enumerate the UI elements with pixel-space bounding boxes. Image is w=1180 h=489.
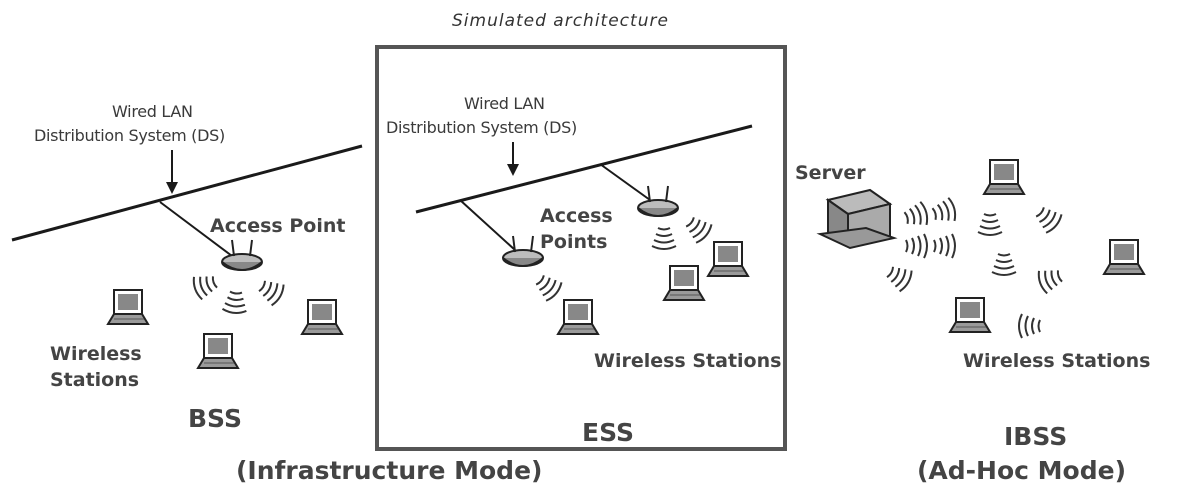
diagram-caption: Simulated architecture xyxy=(452,11,669,31)
ibss-title: IBSS xyxy=(1004,422,1068,451)
ess-ds-label-line1: Wired LAN xyxy=(464,94,545,113)
ibss-laptop-icon-bottom xyxy=(949,297,991,333)
bss-laptop-icon-3 xyxy=(301,299,343,335)
ibss-wave-5 xyxy=(883,260,916,294)
ibss-group xyxy=(816,159,1145,339)
bss-access-point-label: Access Point xyxy=(210,215,346,237)
ess-access-points-label-line2: Points xyxy=(540,231,608,253)
server-icon xyxy=(816,188,898,250)
ess-group xyxy=(415,124,753,335)
bss-laptop-icon-2 xyxy=(197,333,239,369)
bss-wave-left xyxy=(190,269,221,302)
bss-access-point-icon xyxy=(221,239,263,271)
ibss-wave-10 xyxy=(1018,313,1041,339)
ibss-wave-3 xyxy=(905,233,928,259)
infrastructure-mode-label: (Infrastructure Mode) xyxy=(236,456,543,485)
bss-title: BSS xyxy=(188,404,242,433)
ess-laptop-icon-3 xyxy=(707,241,749,277)
bss-wave-right xyxy=(255,274,288,308)
ibss-mode-label: (Ad-Hoc Mode) xyxy=(917,456,1126,485)
ess-access-point-icon-1 xyxy=(502,235,544,267)
bss-ap-cable xyxy=(159,201,233,257)
ibss-wave-9 xyxy=(1035,263,1066,296)
ibss-stations-label: Wireless Stations xyxy=(963,350,1151,372)
ibss-laptop-icon-top xyxy=(983,159,1025,195)
ess-wave-3 xyxy=(681,211,715,246)
ess-ds-arrowhead xyxy=(507,164,519,176)
bss-wave-down xyxy=(221,289,249,315)
ibss-wave-6 xyxy=(977,213,1003,236)
ibss-wave-2 xyxy=(929,195,959,227)
bss-ds-label-line2: Distribution System (DS) xyxy=(34,126,225,145)
ess-title: ESS xyxy=(582,418,634,447)
ess-ap1-cable xyxy=(459,199,516,251)
ess-highlight-box xyxy=(375,45,787,451)
ess-access-points-label-line1: Access xyxy=(540,205,613,227)
ess-wave-2 xyxy=(651,227,677,250)
ibss-wave-1 xyxy=(901,199,931,231)
bss-ds-label-line1: Wired LAN xyxy=(112,102,193,121)
ess-laptop-icon-2 xyxy=(663,265,705,301)
ibss-wave-7 xyxy=(1031,201,1065,236)
bss-stations-label-line2: Stations xyxy=(50,369,140,391)
ess-wave-1 xyxy=(531,269,565,304)
ess-laptop-icon-1 xyxy=(557,299,599,335)
ess-wired-lan-line xyxy=(415,124,753,214)
bss-laptop-icon-1 xyxy=(107,289,149,325)
ibss-wave-8 xyxy=(991,253,1017,276)
bss-stations-label-line1: Wireless xyxy=(50,343,142,365)
bss-group xyxy=(11,144,363,369)
ess-ds-label-line2: Distribution System (DS) xyxy=(386,118,577,137)
ess-ap2-cable xyxy=(599,163,651,201)
ess-stations-label: Wireless Stations xyxy=(594,350,782,372)
bss-ds-arrowhead xyxy=(166,182,178,194)
ibss-wave-4 xyxy=(933,233,956,259)
bss-wired-lan-line xyxy=(11,144,363,242)
ibss-server-label: Server xyxy=(795,162,866,184)
ibss-laptop-icon-right xyxy=(1103,239,1145,275)
ess-access-point-icon-2 xyxy=(637,185,679,217)
